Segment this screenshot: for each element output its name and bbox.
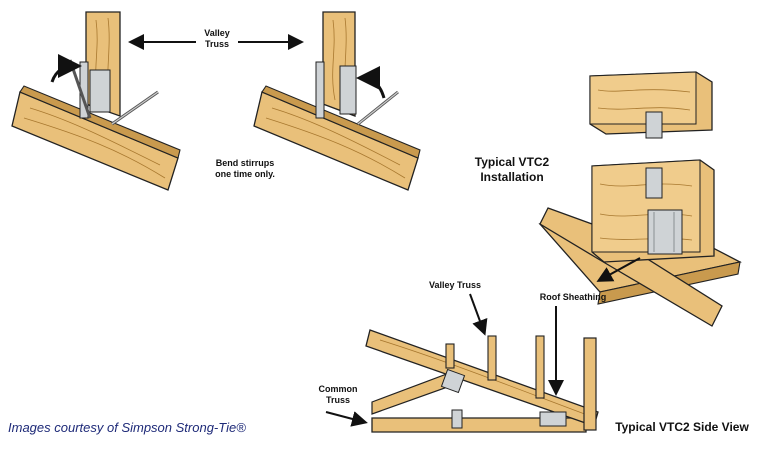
bend-note-label: Bend stirrups one time only. xyxy=(215,158,275,179)
typical-installation-label: Typical VTC2 Installation xyxy=(474,155,550,184)
common-truss-label: Common Truss xyxy=(318,384,358,405)
valley-truss-label-top: Valley Truss xyxy=(204,28,230,49)
common-truss-arrow xyxy=(325,411,368,427)
roof-sheathing-label: Roof Sheathing xyxy=(539,292,607,302)
side-view-illustration xyxy=(365,329,599,433)
side-view-label: Typical VTC2 Side View xyxy=(615,420,749,434)
image-credit: Images courtesy of Simpson Strong-Tie® xyxy=(8,420,246,435)
left-illustration xyxy=(11,11,181,191)
middle-illustration xyxy=(253,11,421,191)
installation-illustration xyxy=(538,71,742,327)
sheathing-arrow xyxy=(596,257,641,282)
valley-truss-label-bottom: Valley Truss xyxy=(428,280,482,290)
valley-truss-arrow xyxy=(469,293,488,336)
